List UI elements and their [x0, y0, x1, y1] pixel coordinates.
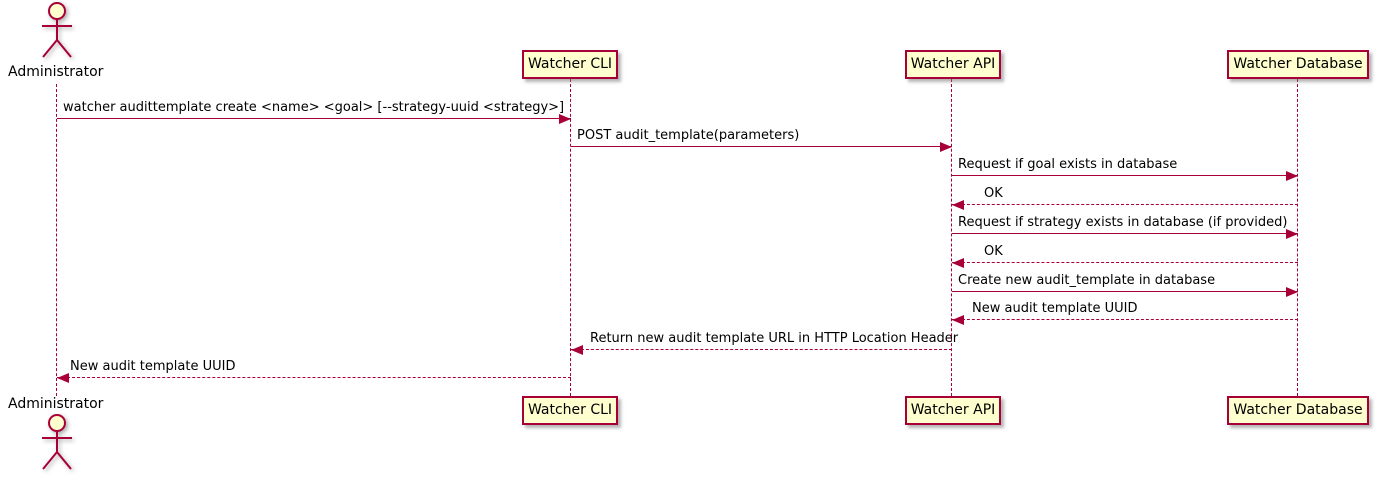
actor-label: Administrator — [8, 396, 104, 412]
message-arrow — [952, 258, 1298, 268]
message-arrow — [952, 315, 1298, 325]
arrowhead-icon — [952, 200, 964, 210]
message-label: POST audit_template(parameters) — [577, 128, 800, 143]
actor-icon — [42, 414, 72, 470]
message-arrow — [571, 142, 952, 152]
participant-watcher-cli: Watcher CLI — [522, 396, 618, 425]
message-arrow — [952, 287, 1298, 297]
arrowhead-icon — [952, 315, 964, 325]
message-label: Request if goal exists in database — [958, 157, 1178, 172]
arrowhead-icon — [571, 345, 583, 355]
arrowhead-icon — [952, 258, 964, 268]
message-arrow — [952, 229, 1298, 239]
message-label: New audit template UUID — [972, 301, 1138, 316]
message-label: OK — [984, 186, 1003, 201]
message-arrow — [952, 200, 1298, 210]
arrowhead-icon — [1286, 171, 1298, 181]
actor-icon — [42, 2, 72, 58]
message-label: OK — [984, 244, 1003, 259]
arrowhead-icon — [940, 142, 952, 152]
participant-watcher-database: Watcher Database — [1227, 50, 1369, 79]
participant-watcher-database: Watcher Database — [1227, 396, 1369, 425]
message-arrow — [571, 345, 952, 355]
message-arrow — [57, 114, 571, 124]
message-label: Request if strategy exists in database (… — [958, 215, 1288, 230]
actor-label: Administrator — [8, 64, 104, 80]
message-arrow — [57, 373, 571, 383]
arrowhead-icon — [559, 114, 571, 124]
message-label: Create new audit_template in database — [958, 273, 1216, 288]
message-label: watcher audittemplate create <name> <goa… — [63, 100, 565, 115]
lifeline-watcher-cli — [570, 79, 571, 396]
arrowhead-icon — [1286, 229, 1298, 239]
participant-watcher-api: Watcher API — [905, 396, 1001, 425]
arrowhead-icon — [1286, 287, 1298, 297]
lifeline-watcher-api — [951, 79, 952, 396]
participant-watcher-cli: Watcher CLI — [522, 50, 618, 79]
lifeline-administrator — [56, 84, 57, 396]
message-label: New audit template UUID — [70, 359, 236, 374]
arrowhead-icon — [57, 373, 69, 383]
participant-watcher-api: Watcher API — [905, 50, 1001, 79]
message-arrow — [952, 171, 1298, 181]
message-label: Return new audit template URL in HTTP Lo… — [590, 331, 959, 346]
